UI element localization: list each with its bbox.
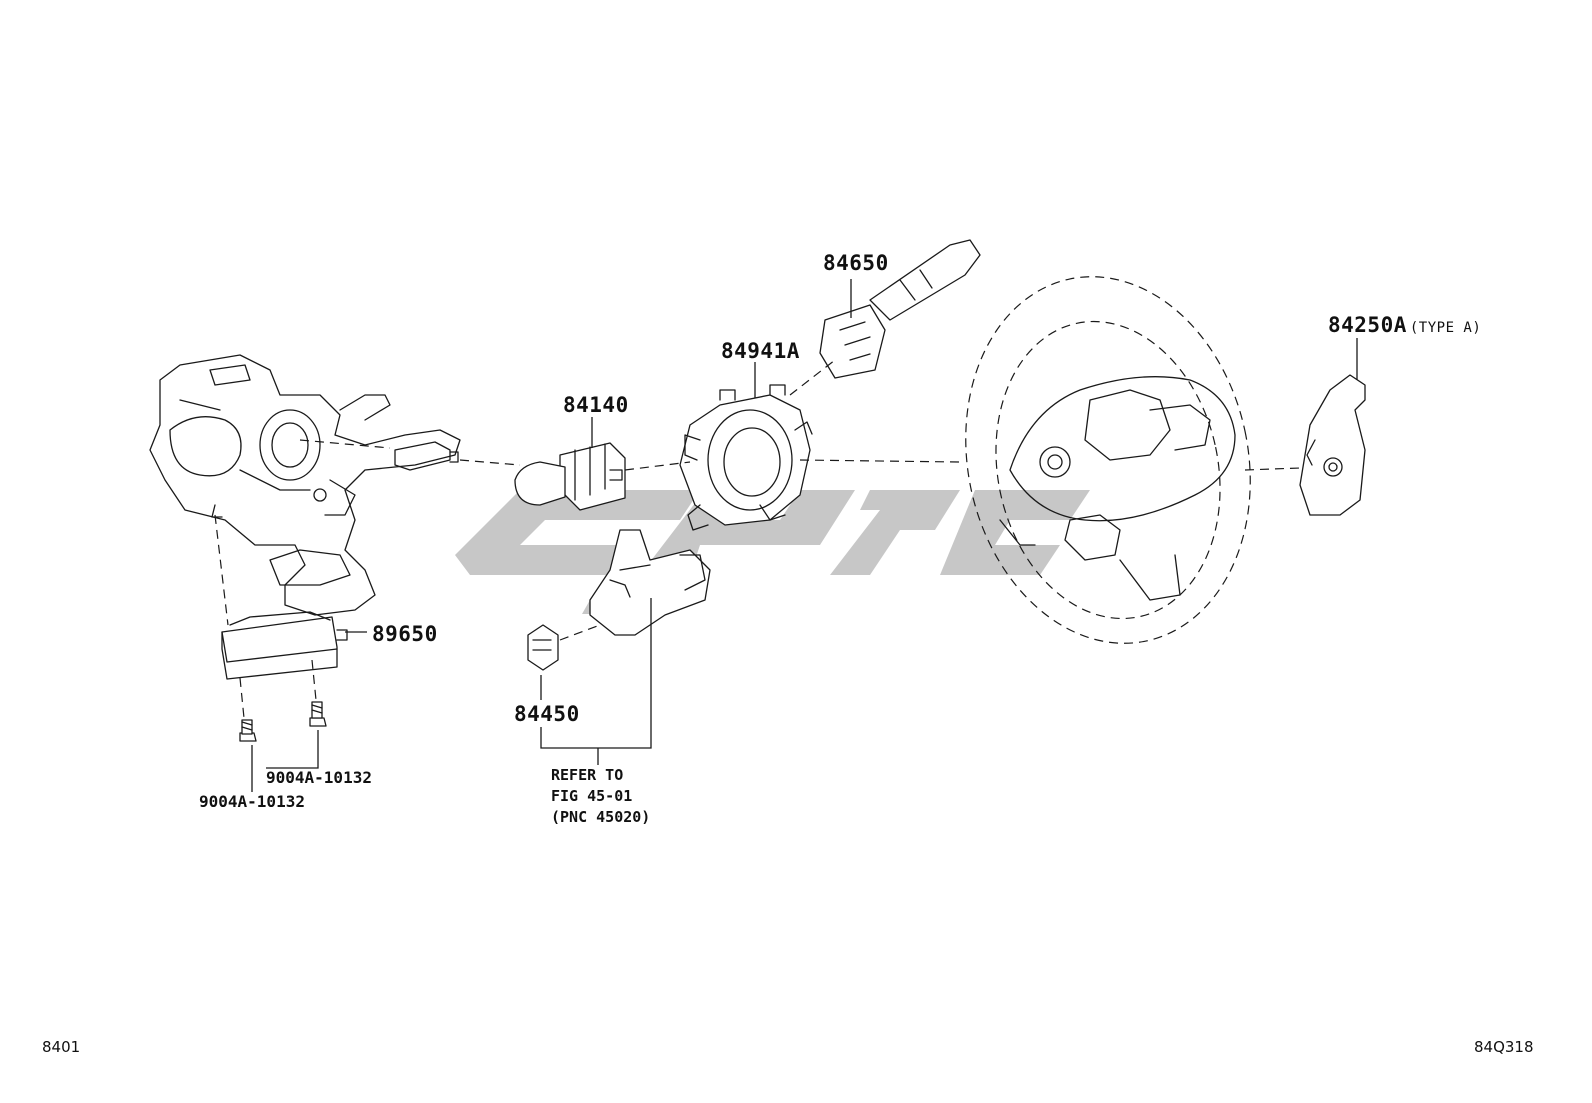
label-bolt-left: 9004A-10132 [199,792,305,811]
footer-right-code: 84Q318 [1474,1038,1534,1056]
label-84650: 84650 [823,251,889,275]
part-84140-switch [514,442,626,511]
refer-note: REFER TO FIG 45-01 (PNC 45020) [551,766,651,826]
label-bolt-right: 9004A-10132 [266,768,372,787]
part-89650-ecu [221,611,348,680]
label-89650: 89650 [372,622,438,646]
steering-column-assembly [149,354,461,616]
column-shaft [394,441,459,471]
leader-lines [251,279,1358,792]
part-84650-wiper-switch [819,239,981,379]
part-84450-switch [527,624,559,671]
ignition-housing [589,529,711,636]
label-84250A-number: 84250A [1328,313,1407,337]
steering-wheel [965,276,1251,644]
label-84450: 84450 [514,702,580,726]
bolt-right [309,701,327,727]
part-84250A-pad-switch [1299,374,1366,516]
footer-left-code: 8401 [42,1038,81,1056]
label-84941A: 84941A [721,339,800,363]
label-84250A-type: (TYPE A) [1409,320,1482,336]
label-84250A: 84250A(TYPE A) [1328,313,1481,337]
part-84941A-spiral-cable [679,384,813,531]
connection-lines [214,359,1301,719]
label-84140: 84140 [563,393,629,417]
bolt-left [239,719,257,742]
